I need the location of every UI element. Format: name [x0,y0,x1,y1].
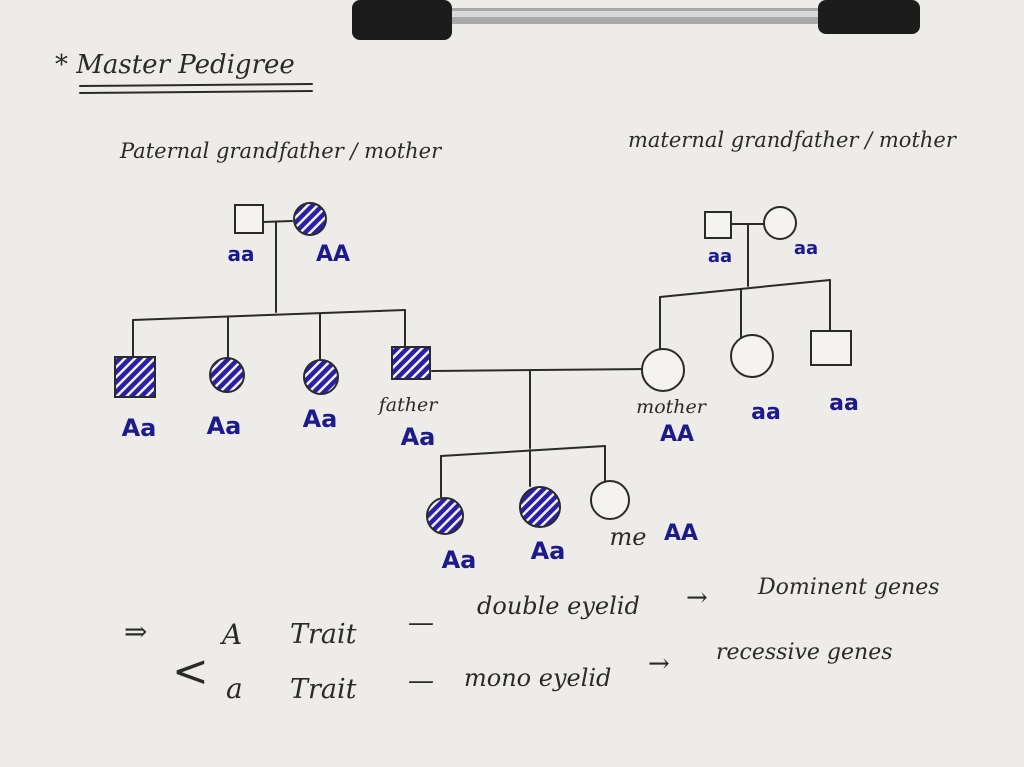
genotype-sib1: Aa [442,546,477,574]
father-label: father [377,394,439,416]
legend-gene-2: recessive genes [716,640,893,665]
maternal-grandfather-square [704,211,732,239]
mother-circle [641,348,685,392]
legend-brace: < [172,646,209,697]
genotype-father: Aa [401,423,436,451]
me-circle [590,480,630,520]
page-title: * Master Pedigree [55,50,295,80]
legend-allele-A: A [219,618,242,651]
legend-arrow-2: → [648,649,670,679]
legend-dash-2: — [408,666,434,696]
paternal-grandmother-circle [293,202,327,236]
implies-arrow: ⇒ [124,615,147,648]
maternal-grandmother-circle [763,206,797,240]
genotype-pc2: Aa [207,412,242,440]
sibling-2-circle [519,486,561,528]
legend-gene-1: Dominent genes [757,575,940,600]
paternal-label: Paternal grandfather / mother [119,139,443,163]
genotype-mother: AA [660,422,694,447]
maternal-aunt-circle [730,334,774,378]
mother-label: mother [636,396,708,418]
legend-trait-2: Trait [290,674,357,705]
maternal-uncle-square [810,330,852,366]
legend-phenotype-1: double eyelid [477,592,640,620]
genotype-pc3: Aa [303,405,338,433]
individuals: aa AA aa aa Aa Aa Aa father Aa mother AA… [114,202,859,574]
genotype-pc1: Aa [122,414,157,442]
genotype-pgf: aa [228,242,255,266]
paternal-grandfather-square [234,204,264,234]
maternal-label: maternal grandfather / mother [628,128,958,152]
father-square [391,346,431,380]
me-label: me [610,523,647,551]
genotype-mgm: aa [794,238,818,259]
title-underline [79,83,313,87]
legend-dash-1: — [408,608,434,638]
legend: ⇒ < A Trait — double eyelid → Dominent g… [124,575,940,705]
genotype-sib2: Aa [531,537,566,565]
legend-phenotype-2: mono eyelid [464,664,611,692]
title-underline-2 [79,90,313,94]
legend-allele-a: a [226,672,243,705]
paternal-uncle-square [114,356,156,398]
pedigree-lines [132,220,831,498]
sibling-1-circle [426,497,464,535]
paternal-aunt-1-circle [209,357,245,393]
genotype-mgf: aa [708,246,732,267]
genotype-me: AA [664,521,698,546]
genotype-mc2: aa [751,400,781,425]
genotype-mc3: aa [829,391,859,416]
legend-arrow-1: → [686,583,708,613]
legend-trait-1: Trait [290,619,357,650]
genotype-pgm: AA [316,242,350,267]
clipboard-clip [352,0,920,40]
paternal-aunt-2-circle [303,359,339,395]
